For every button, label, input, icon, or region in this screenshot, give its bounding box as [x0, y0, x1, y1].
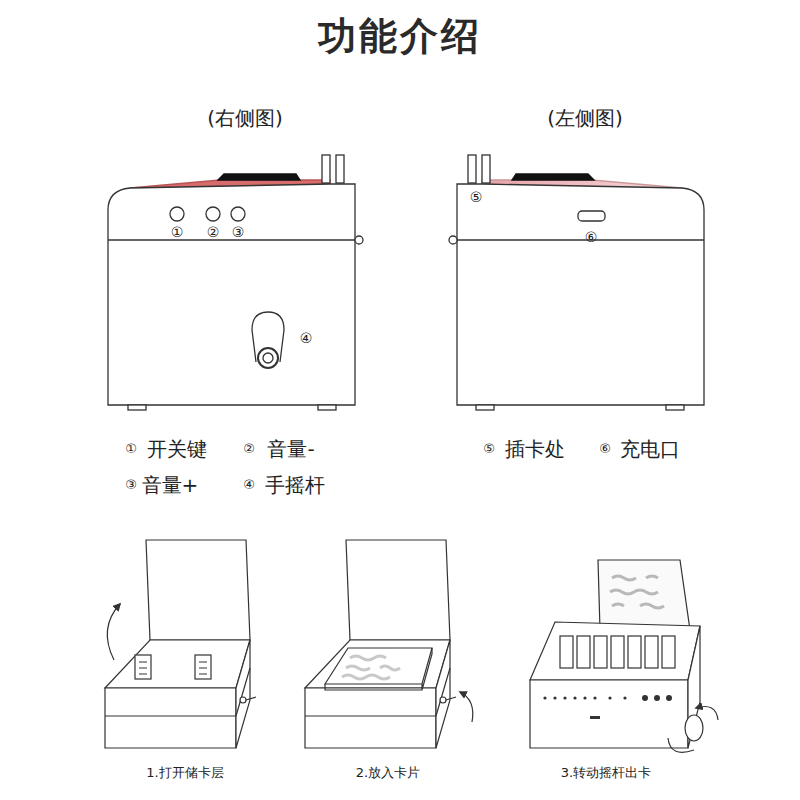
front [305, 688, 436, 748]
lid [146, 540, 250, 640]
card-slot [512, 174, 594, 180]
legend-number: ④ [243, 478, 255, 493]
foot [666, 405, 684, 410]
tab [322, 155, 330, 183]
view-caption: (右侧图) [207, 107, 283, 130]
card-stack [325, 648, 432, 690]
step-two-box [305, 540, 473, 748]
key [628, 636, 641, 668]
legend-text: 手摇杆 [265, 474, 325, 497]
seam [236, 668, 250, 716]
tab [336, 155, 344, 183]
legend-number: ① [125, 442, 137, 457]
step-caption: 3.转动摇杆出卡 [561, 766, 651, 781]
seam [108, 239, 355, 240]
foot [128, 405, 146, 410]
foot [476, 405, 494, 410]
key [645, 636, 658, 668]
housing [457, 184, 704, 405]
arrow [460, 692, 473, 722]
step-caption: 1.打开储卡层 [146, 766, 223, 781]
step-caption: 2.放入卡片 [356, 766, 420, 781]
callout-number: ⑥ [585, 229, 598, 245]
legend-text: 插卡处 [505, 438, 565, 461]
legend-number: ⑥ [599, 442, 611, 457]
front [105, 688, 236, 748]
charge-port [578, 211, 605, 221]
key [662, 636, 675, 668]
tab [482, 155, 490, 183]
foot [318, 405, 336, 410]
button [231, 207, 245, 221]
card-art [610, 576, 664, 608]
crank [440, 697, 446, 703]
callout-number: ② [207, 224, 220, 240]
card [598, 560, 690, 630]
card-art [342, 656, 400, 679]
crank-knob [263, 353, 273, 363]
seam [436, 668, 450, 716]
top [530, 622, 700, 680]
key [594, 636, 607, 668]
slot [195, 655, 211, 679]
button [206, 207, 220, 221]
step-one-box [105, 540, 256, 748]
lid [346, 540, 450, 640]
legend-number: ② [243, 442, 255, 457]
left-view [449, 155, 704, 410]
crank [240, 697, 246, 703]
legend-text: 音量+ [142, 474, 199, 497]
seam [105, 715, 236, 716]
slot [135, 655, 151, 679]
front-dots [543, 695, 672, 719]
left-housing [449, 155, 704, 410]
arrow [107, 604, 120, 660]
key [611, 636, 624, 668]
front [530, 680, 688, 748]
callout-number: ③ [232, 224, 245, 240]
housing [108, 184, 355, 405]
legend-number: ③ [125, 478, 137, 493]
legend-text: 充电口 [620, 438, 680, 461]
hook [355, 236, 363, 244]
top [105, 640, 250, 688]
side [236, 640, 250, 748]
crank [685, 715, 703, 741]
side [436, 640, 450, 748]
legend-text: 音量- [267, 438, 314, 461]
crank-knob [258, 348, 278, 368]
button [170, 207, 184, 221]
top [305, 640, 450, 688]
callout-number: ⑤ [470, 189, 483, 205]
right-view [108, 155, 363, 410]
crank [246, 697, 256, 700]
key [560, 636, 573, 668]
card-slot [218, 174, 300, 180]
view-caption: (左侧图) [547, 107, 623, 130]
title: 功能介绍 [318, 11, 482, 62]
rotate-arrow [668, 707, 718, 753]
hook [449, 236, 457, 244]
seam [305, 715, 436, 716]
tab [468, 155, 476, 183]
slot-detail [139, 662, 207, 674]
seam [457, 239, 704, 240]
legend-text: 开关键 [147, 438, 207, 461]
callout-number: ① [171, 224, 184, 240]
step-three-box [530, 560, 718, 752]
card-stack [325, 648, 432, 684]
key [577, 636, 590, 668]
callout-number: ④ [300, 330, 313, 346]
legend-number: ⑤ [483, 442, 495, 457]
crank [446, 697, 456, 700]
